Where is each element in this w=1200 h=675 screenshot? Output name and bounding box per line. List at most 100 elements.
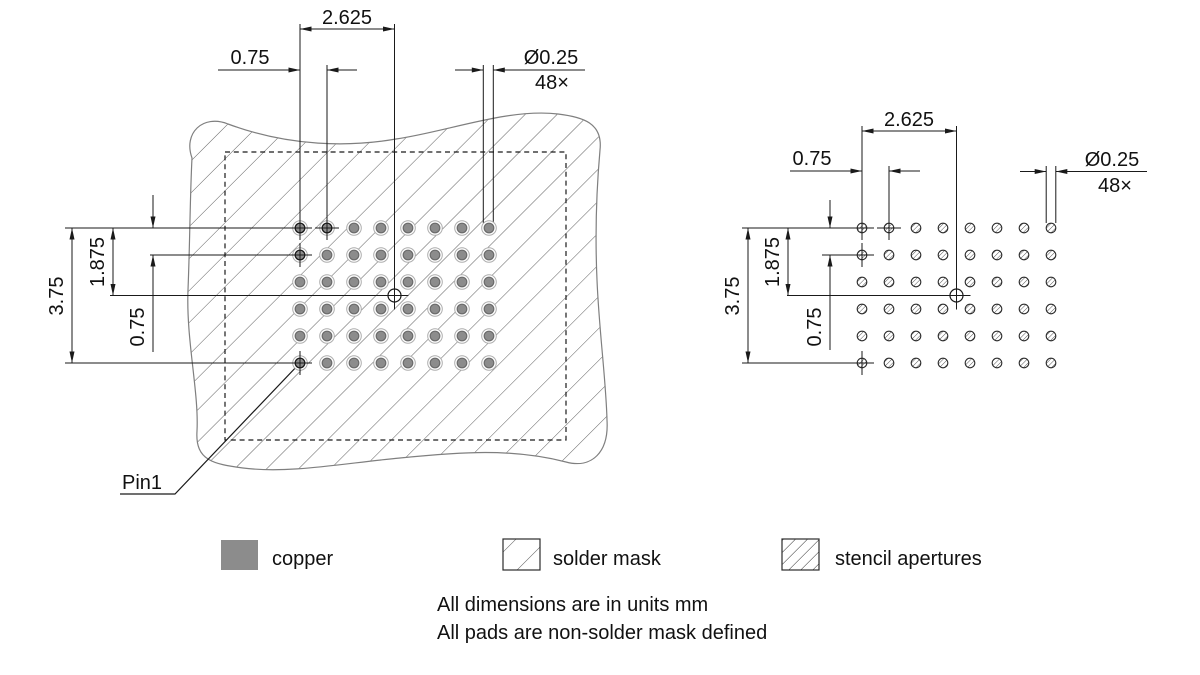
stencil-aperture [1018, 357, 1030, 369]
copper-pad [483, 222, 495, 234]
note-mask-defined: All pads are non-solder mask defined [437, 622, 767, 644]
legend: copper solder mask stencil apertures [221, 538, 982, 571]
stencil-aperture [910, 249, 922, 261]
pad-crosshair [288, 216, 312, 240]
stencil-aperture [1045, 357, 1057, 369]
copper-pad [456, 249, 468, 261]
copper-pad [348, 222, 360, 234]
stencil-aperture [964, 303, 976, 315]
copper-pad [348, 330, 360, 342]
dim-center-x-label: 2.625 [884, 109, 934, 131]
copper-pad [321, 330, 333, 342]
stencil-aperture [910, 222, 922, 234]
stencil-aperture [964, 222, 976, 234]
dimension-arrowhead [69, 351, 75, 363]
copper-pad [483, 249, 495, 261]
copper-pad [375, 357, 387, 369]
figure-stencil-apertures: 2.625 0.75 Ø0.25 48× 3.75 1.875 0.75 [722, 109, 1147, 375]
drawing-notes: All dimensions are in units mm All pads … [437, 594, 767, 644]
copper-pad [483, 303, 495, 315]
stencil-aperture [1045, 222, 1057, 234]
dim-center-y-label: 1.875 [762, 237, 784, 287]
copper-pad [375, 276, 387, 288]
copper-pad [456, 330, 468, 342]
extension-lines-right [742, 126, 1057, 364]
copper-pad [483, 357, 495, 369]
stencil-aperture [910, 357, 922, 369]
stencil-aperture [883, 357, 895, 369]
figure-copper-soldermask: 2.625 0.75 Ø0.25 48× 3.75 1.875 0.75 Pin… [46, 7, 608, 495]
dimension-arrowhead [150, 216, 156, 228]
dim-height-label: 3.75 [46, 277, 68, 316]
dim-diameter-label: Ø0.25 [1085, 149, 1139, 171]
stencil-aperture [937, 357, 949, 369]
dimension-arrowhead [745, 228, 751, 240]
copper-pad [429, 357, 441, 369]
copper-pad [402, 276, 414, 288]
copper-pad [348, 249, 360, 261]
copper-pad [402, 249, 414, 261]
dimension-lines-right [747, 130, 1147, 363]
stencil-aperture [1045, 330, 1057, 342]
stencil-aperture [991, 276, 1003, 288]
dimension-arrowhead [827, 255, 833, 267]
stencil-aperture [910, 276, 922, 288]
dimension-arrowhead [150, 255, 156, 267]
dimension-arrowhead [110, 228, 116, 240]
dimension-arrowhead [945, 128, 957, 134]
copper-pad [294, 330, 306, 342]
legend-label-copper: copper [272, 548, 333, 570]
dimension-arrowhead [1034, 169, 1047, 174]
stencil-aperture [991, 249, 1003, 261]
stencil-aperture [964, 249, 976, 261]
dim-height-label: 3.75 [722, 277, 744, 316]
copper-pad [456, 303, 468, 315]
pin1-label: Pin1 [122, 472, 162, 494]
dimension-lines-left [71, 28, 585, 363]
stencil-aperture [1018, 303, 1030, 315]
copper-pad [375, 222, 387, 234]
center-origin-symbol [942, 281, 971, 310]
dim-pitch-x-label: 0.75 [793, 148, 832, 170]
copper-pad [402, 303, 414, 315]
copper-pad [402, 357, 414, 369]
stencil-aperture [964, 276, 976, 288]
stencil-aperture-grid [850, 216, 1057, 375]
copper-swatch [221, 540, 258, 570]
copper-pad [429, 276, 441, 288]
stencil-aperture [1018, 330, 1030, 342]
dimension-arrowhead [889, 168, 901, 174]
aperture-crosshair [850, 243, 874, 267]
copper-pad [321, 276, 333, 288]
dim-center-x-label: 2.625 [322, 7, 372, 29]
copper-pad [456, 357, 468, 369]
dimension-arrowhead [69, 228, 75, 240]
stencil-aperture [883, 330, 895, 342]
copper-pad [348, 357, 360, 369]
stencil-aperture [910, 303, 922, 315]
dimension-arrowhead [862, 128, 874, 134]
stencil-apertures-swatch [781, 538, 820, 571]
stencil-aperture [937, 330, 949, 342]
stencil-aperture [910, 330, 922, 342]
copper-pad [321, 249, 333, 261]
dimension-arrowhead [300, 26, 312, 32]
copper-pad [348, 303, 360, 315]
dimension-arrowhead [471, 67, 484, 73]
dimension-arrowhead [383, 26, 395, 32]
dimension-arrowhead [1055, 169, 1068, 174]
copper-pad [375, 303, 387, 315]
pad-crosshair [315, 216, 339, 240]
stencil-aperture [1018, 276, 1030, 288]
dim-count-label: 48× [535, 72, 569, 94]
copper-pad [429, 330, 441, 342]
stencil-aperture [883, 249, 895, 261]
pin1-leader-line [120, 362, 301, 495]
solder-mask-swatch [502, 538, 541, 571]
dimension-arrowhead [288, 67, 300, 73]
stencil-aperture [856, 303, 868, 315]
dimension-arrowhead [850, 168, 862, 174]
dim-pitch-y-label: 0.75 [804, 308, 826, 347]
